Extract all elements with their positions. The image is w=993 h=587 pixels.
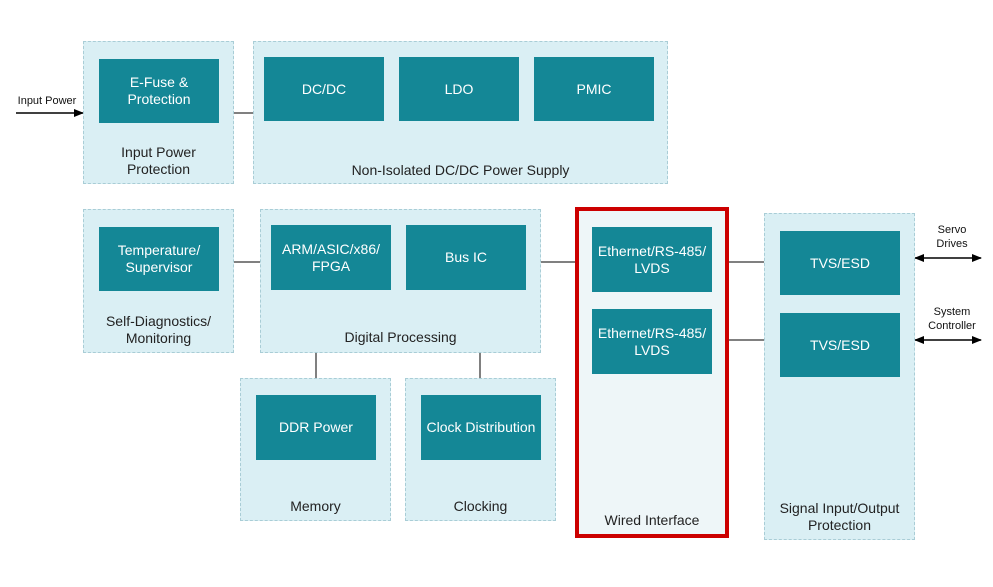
group-wired-interface[interactable]: Ethernet/RS-485/ LVDS Ethernet/RS-485/ L… [575, 207, 729, 538]
group-label: Memory [290, 498, 341, 514]
block-ldo[interactable]: LDO [399, 57, 519, 121]
group-clocking: Clock Distribution Clocking [405, 378, 556, 521]
block-tvs-esd-1[interactable]: TVS/ESD [780, 231, 900, 295]
group-signal-protection: TVS/ESD TVS/ESD Signal Input/Output Prot… [764, 213, 915, 540]
system-controller-label: System Controller [928, 306, 976, 332]
input-power-label: Input Power [17, 95, 77, 107]
block-temperature-supervisor[interactable]: Temperature/ Supervisor [99, 227, 219, 291]
group-memory: DDR Power Memory [240, 378, 391, 521]
servo-drives-label: Servo Drives [936, 224, 968, 250]
block-efuse-protection[interactable]: E-Fuse & Protection [99, 59, 219, 123]
group-label: Clocking [453, 498, 508, 514]
group-label: Input Power Protection [121, 144, 196, 177]
group-label: Digital Processing [344, 329, 457, 345]
group-digital-processing: ARM/ASIC/x86/ FPGA Bus IC Digital Proces… [260, 209, 541, 353]
block-pmic[interactable]: PMIC [534, 57, 654, 121]
block-bus-ic[interactable]: Bus IC [406, 225, 526, 290]
block-ethernet-rs485-lvds-1[interactable]: Ethernet/RS-485/ LVDS [592, 227, 712, 292]
block-tvs-esd-2[interactable]: TVS/ESD [780, 313, 900, 377]
block-ethernet-rs485-lvds-2[interactable]: Ethernet/RS-485/ LVDS [592, 309, 712, 374]
block-clock-distribution[interactable]: Clock Distribution [421, 395, 541, 460]
group-label: Non-Isolated DC/DC Power Supply [351, 162, 570, 178]
block-ddr-power[interactable]: DDR Power [256, 395, 376, 460]
group-label: Wired Interface [604, 512, 700, 528]
group-label: Self-Diagnostics/ Monitoring [105, 313, 212, 346]
block-processor[interactable]: ARM/ASIC/x86/ FPGA [271, 225, 391, 290]
group-power-supply: DC/DC LDO PMIC Non-Isolated DC/DC Power … [253, 41, 668, 184]
group-input-power-protection: E-Fuse & Protection Input Power Protecti… [83, 41, 234, 184]
group-self-diagnostics: Temperature/ Supervisor Self-Diagnostics… [83, 209, 234, 353]
block-dcdc[interactable]: DC/DC [264, 57, 384, 121]
group-label: Signal Input/Output Protection [779, 500, 900, 533]
